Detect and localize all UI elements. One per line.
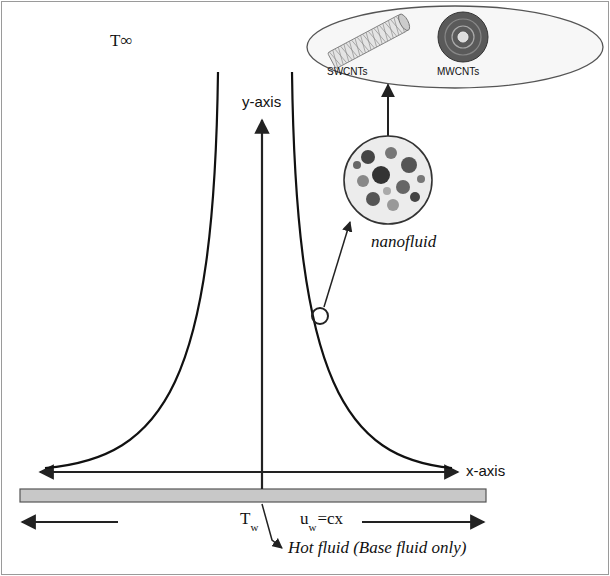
nanoparticle	[357, 175, 369, 187]
nanoparticle	[410, 192, 420, 202]
leader-line	[324, 222, 350, 307]
stretch-arrow	[22, 521, 118, 523]
nanoparticle	[353, 161, 361, 169]
mwcnt-sphere	[438, 12, 488, 62]
wall-velocity: =cx	[317, 510, 343, 529]
x-axis-line	[40, 471, 458, 473]
leader-line	[262, 504, 282, 548]
axis-label: x-axis	[466, 463, 505, 480]
nanoparticle	[401, 157, 417, 173]
boundary-layer-curve	[45, 72, 218, 468]
nanoparticle	[417, 175, 425, 183]
nanoparticle	[396, 180, 410, 194]
nanoparticle	[387, 199, 399, 211]
node-label: SWCNTs	[327, 66, 368, 77]
fluid-parcel	[312, 308, 328, 324]
nanotube-ellipse: SWCNTs MWCNTs	[305, 4, 605, 90]
nanoparticle	[383, 187, 391, 195]
nanoparticle	[385, 147, 397, 159]
wall-temperature: T	[240, 510, 250, 529]
y-axis-line	[261, 120, 263, 489]
boundary-layer-curve	[292, 72, 452, 468]
swcnt-tube	[327, 12, 411, 68]
node-outline	[305, 4, 605, 90]
axis-label: y-axis	[242, 94, 281, 111]
node-outline	[343, 135, 433, 225]
nanoparticle	[372, 166, 390, 184]
subscript: w	[250, 521, 258, 533]
stretch-arrow	[362, 521, 484, 523]
nanofluid-circle: nanofluid	[343, 135, 433, 225]
connector-arrow	[387, 85, 389, 137]
subscript: w	[309, 521, 317, 533]
ambient-temperature: T∞	[110, 32, 133, 51]
nanoparticle	[366, 192, 380, 206]
wall-velocity: u	[300, 510, 309, 529]
node-label: MWCNTs	[437, 66, 479, 77]
stretching-sheet	[20, 489, 486, 502]
node-label: nanofluid	[371, 233, 436, 252]
note: Hot fluid (Base fluid only)	[288, 539, 466, 558]
nanoparticle	[361, 150, 375, 164]
